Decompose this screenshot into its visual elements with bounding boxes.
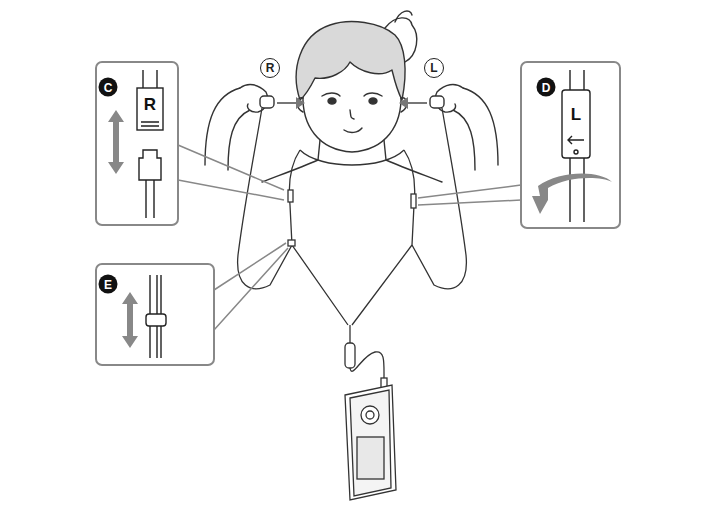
- side-letter: L: [570, 106, 582, 123]
- callout-number: C: [99, 78, 118, 97]
- callout-number: E: [99, 275, 118, 294]
- callout-number: D: [537, 78, 556, 97]
- side-marker: R: [260, 58, 280, 78]
- side-marker: L: [424, 58, 444, 78]
- side-letter: R: [143, 96, 157, 113]
